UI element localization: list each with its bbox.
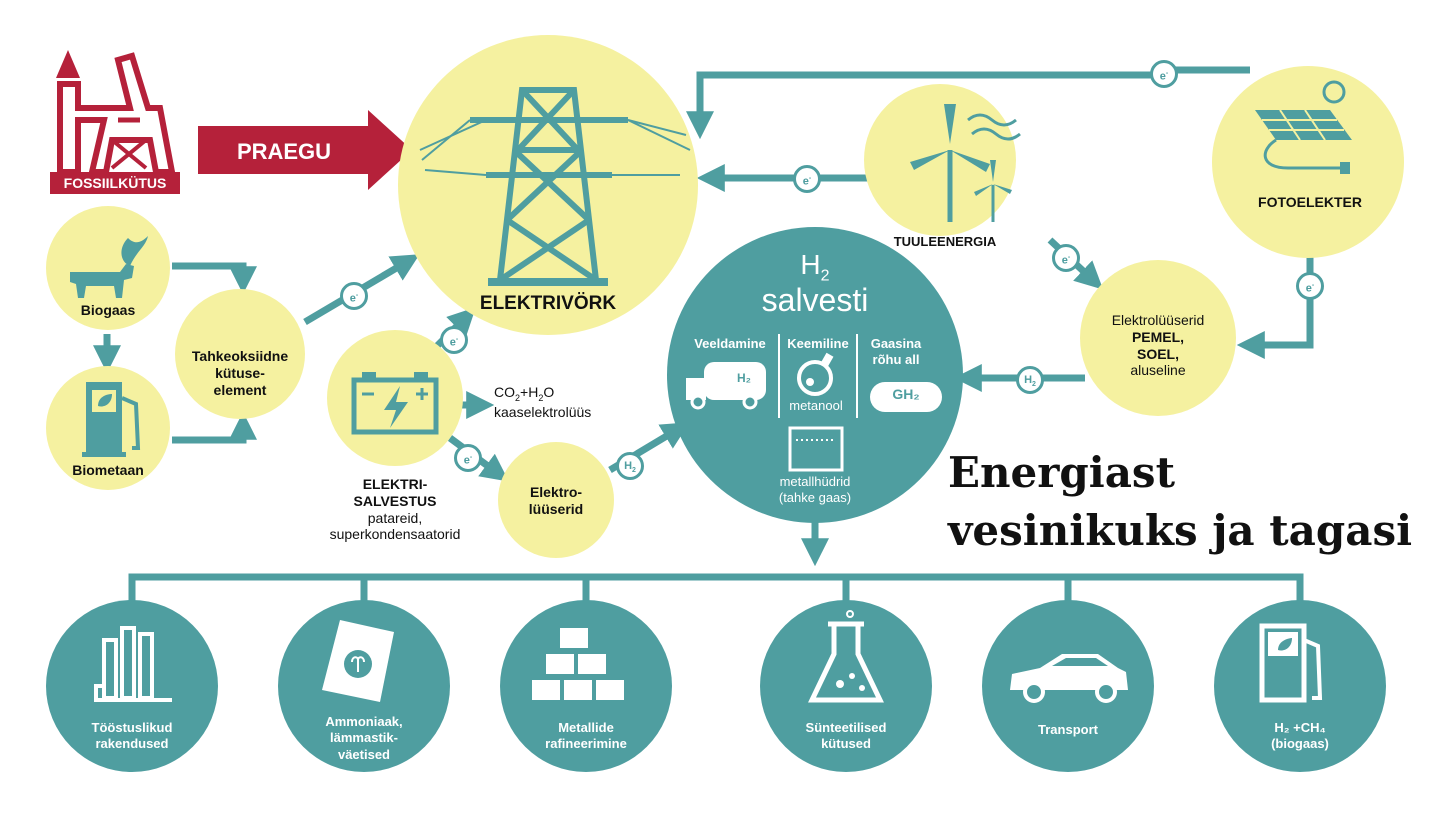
connector-lines [93,66,1314,620]
h2-store-dividers [778,334,858,418]
wind-turbine-icon [910,104,1021,222]
h2-col2-label: Keemiline [787,336,849,351]
h2-tank-label: H₂ [737,371,751,385]
electrolysers-small-label: Elektro-lüüserid [528,484,584,517]
praegu-arrow [198,110,412,190]
factory-icon [94,626,172,702]
cow-icon [70,236,148,298]
wind-label: TUULEENERGIA [893,234,997,249]
electron-badge: e- [340,282,368,310]
diagram-title-line2: vesinikuks ja tagasi [948,506,1413,555]
electrolysers-big-node [1080,260,1236,416]
grid-label: ELEKTRIVÖRK [479,293,617,314]
fuel-pump-icon [1259,623,1323,703]
h2-metal-hydride-label: metallhüdrid(tahke gaas) [778,474,852,506]
electron-badge: e- [793,165,821,193]
biogas-node [46,206,170,330]
biogas-label: Biogaas [80,302,136,318]
flask-icon [808,610,884,703]
arrow-biomethane-to-sofc [172,411,257,444]
electron-badge: e- [1052,244,1080,272]
use-label-transport: Transport [1038,722,1098,737]
electron-badge: e- [1296,272,1324,300]
solar-node [1212,66,1404,258]
electron-badge: e- [454,444,482,472]
truck-icon [686,362,766,410]
grid-node [398,35,698,335]
solar-panel-icon [1255,80,1352,174]
storage-label: ELEKTRI-SALVESTUS patareid,superkondensa… [329,476,461,543]
fertilizer-bag-icon [322,620,394,702]
co2-label: CO2+H2O kaaselektrolüüs [494,384,592,420]
gas-tank-icon [870,382,942,412]
h2-store-node [667,227,963,523]
flask-small-icon [797,352,834,396]
oil-pump-icon [50,50,180,194]
electron-badge: e- [1150,60,1178,88]
battery-icon [351,372,439,435]
praegu-label: PRAEGU [236,139,332,164]
distribution-bus [128,573,1304,620]
h2-symbol: H2 [800,249,830,285]
metal-hydride-icon [788,426,844,472]
h2-store-title: salvesti [761,282,869,318]
hydrogen-badge: H2 [1016,366,1044,394]
fossil-label: FOSSIILKÜTUS [63,175,167,191]
fuel-pump-small-icon [82,382,141,457]
power-tower-icon [419,87,691,286]
use-circles [46,600,1386,772]
electrolysers-small-node [498,442,614,558]
solar-label: FOTOELEKTER [1258,194,1362,210]
hydrogen-badge: H2 [616,452,644,480]
arrow-biogas-to-sofc [172,262,257,295]
biomethane-label: Biometaan [72,462,144,478]
use-label-h2-ch4: H₂ +CH₄(biogaas) [1271,720,1329,752]
diagram-title-line1: Energiast [948,448,1175,497]
wind-node [864,84,1016,236]
electron-badge: e- [440,326,468,354]
sofc-node [175,289,305,419]
metal-ingots-icon [532,628,624,700]
car-icon [1010,654,1128,703]
h2-col1-label: Veeldamine [694,336,766,351]
gh2-tank-label: GH₂ [892,386,920,402]
h2-col2-sub-label: metanool [789,398,843,413]
use-label-ammonia: Ammoniaak,lämmastik-väetised [325,714,403,762]
